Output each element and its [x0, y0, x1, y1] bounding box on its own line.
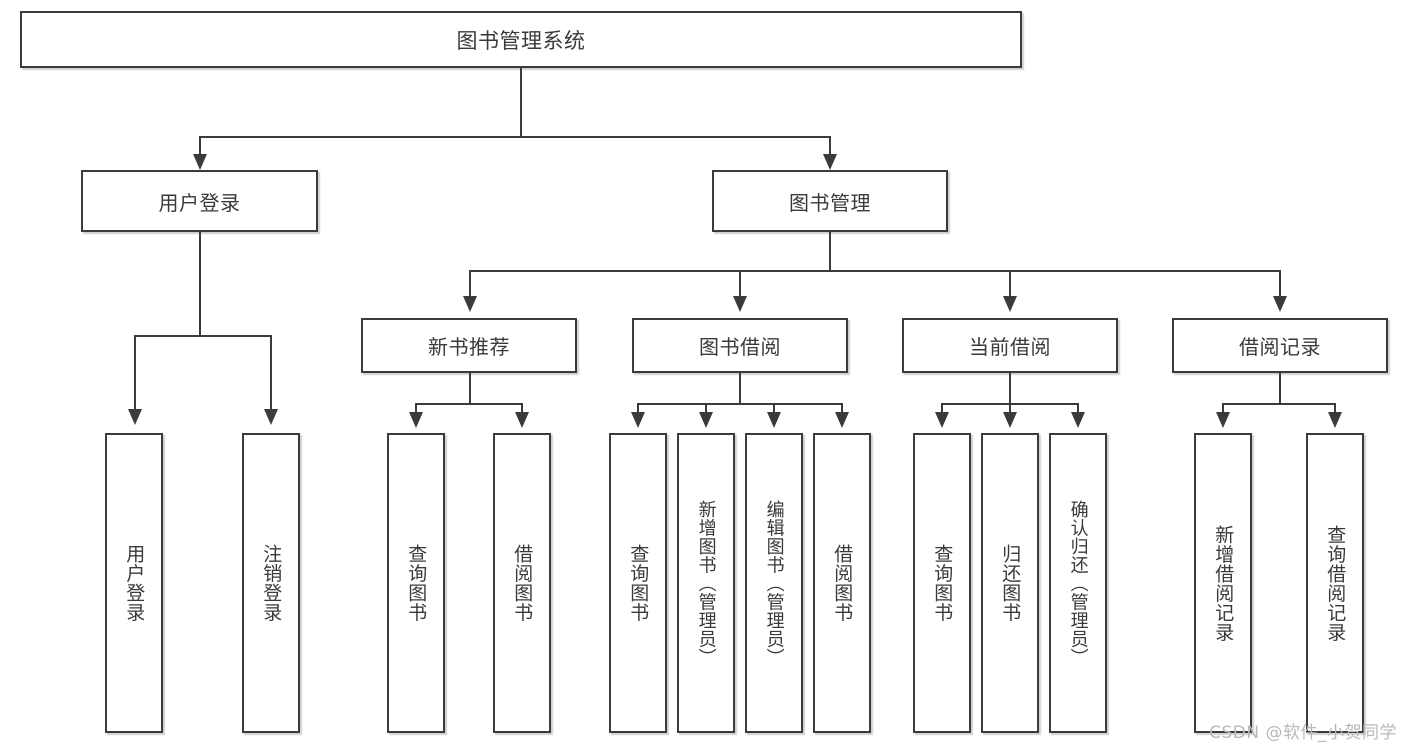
arrowhead-leaf-query-book-1 — [409, 412, 423, 428]
arrowhead-leaf-query-book-2 — [631, 412, 645, 428]
node-new-book-recommend[interactable]: 新书推荐 — [361, 318, 577, 373]
arrowhead-current-borrow — [1003, 296, 1017, 312]
connector-borrow-record-stem — [1279, 373, 1281, 403]
arrowhead-leaf-confirm-return — [1071, 412, 1085, 428]
connector-new-book-stem — [469, 373, 471, 403]
arrowhead-book-borrow — [733, 296, 747, 312]
arrowhead-leaf-logout-login — [264, 409, 278, 425]
node-label: 查询图书 — [627, 544, 650, 622]
node-label: 编辑图书（管理员） — [763, 499, 785, 667]
arrowhead-leaf-add-book — [699, 412, 713, 428]
node-label: 确认归还（管理员） — [1067, 499, 1089, 667]
arrowhead-new-book-recommend — [463, 296, 477, 312]
node-label: 新书推荐 — [428, 335, 510, 359]
node-root-book-management-system[interactable]: 图书管理系统 — [20, 11, 1022, 68]
node-leaf-query-book-2[interactable]: 查询图书 — [609, 433, 667, 733]
connector-book-manage-stem — [829, 232, 831, 270]
node-label: 用户登录 — [158, 190, 241, 215]
node-label: 查询图书 — [405, 544, 428, 622]
node-leaf-add-record[interactable]: 新增借阅记录 — [1194, 433, 1252, 733]
node-label: 查询图书 — [931, 544, 954, 622]
arrowhead-user-login — [193, 154, 207, 170]
node-label: 用户登录 — [123, 544, 146, 622]
node-leaf-query-book-1[interactable]: 查询图书 — [387, 433, 445, 733]
node-label: 当前借阅 — [969, 335, 1051, 359]
arrowhead-leaf-add-record — [1216, 412, 1230, 428]
connector-level3-drop-1 — [469, 270, 471, 303]
csdn-watermark: CSDN @软件_小贺同学 — [1209, 723, 1397, 743]
arrowhead-leaf-borrow-book-1 — [515, 412, 529, 428]
connector-level3-drop-2 — [739, 270, 741, 303]
connector-root-stem — [520, 68, 522, 136]
connector-new-book-bus — [415, 403, 523, 405]
connector-user-login-stem — [199, 232, 201, 335]
node-label: 新增图书（管理员） — [695, 499, 717, 667]
connector-book-borrow-stem — [739, 373, 741, 403]
node-label: 注销登录 — [260, 544, 283, 622]
node-user-login[interactable]: 用户登录 — [81, 170, 318, 232]
node-label: 归还图书 — [999, 544, 1022, 622]
node-label: 图书管理 — [789, 190, 871, 215]
arrowhead-leaf-query-record — [1328, 412, 1342, 428]
connector-user-login-drop-2 — [270, 335, 272, 417]
node-leaf-return-book[interactable]: 归还图书 — [981, 433, 1039, 733]
node-book-borrow[interactable]: 图书借阅 — [632, 318, 848, 373]
connector-root-drop-right — [829, 136, 831, 168]
node-leaf-user-login[interactable]: 用户登录 — [105, 433, 163, 733]
arrowhead-leaf-return-book — [1003, 412, 1017, 428]
connector-level3-drop-4 — [1279, 270, 1281, 303]
arrowhead-leaf-borrow-book-2 — [835, 412, 849, 428]
node-label: 借阅图书 — [511, 544, 534, 622]
arrowhead-borrow-record — [1273, 296, 1287, 312]
node-label: 图书借阅 — [699, 335, 781, 359]
connector-root-drop-left — [199, 136, 201, 168]
node-leaf-logout-login[interactable]: 注销登录 — [242, 433, 300, 733]
connector-current-borrow-stem — [1009, 373, 1011, 403]
connector-level3-drop-3 — [1009, 270, 1011, 303]
node-label: 借阅记录 — [1239, 335, 1321, 359]
node-leaf-confirm-return[interactable]: 确认归还（管理员） — [1049, 433, 1107, 733]
connector-book-manage-bus — [469, 270, 1280, 272]
node-leaf-borrow-book-2[interactable]: 借阅图书 — [813, 433, 871, 733]
node-leaf-borrow-book-1[interactable]: 借阅图书 — [493, 433, 551, 733]
arrowhead-leaf-edit-book — [767, 412, 781, 428]
arrowhead-leaf-query-book-3 — [935, 412, 949, 428]
node-label: 图书管理系统 — [456, 28, 586, 53]
connector-borrow-record-bus — [1222, 403, 1336, 405]
node-label: 借阅图书 — [831, 544, 854, 622]
node-leaf-edit-book[interactable]: 编辑图书（管理员） — [745, 433, 803, 733]
connector-root-bus — [199, 136, 831, 138]
connector-book-borrow-bus — [637, 403, 843, 405]
node-label: 查询借阅记录 — [1324, 524, 1347, 642]
connector-user-login-bus — [134, 335, 272, 337]
node-label: 新增借阅记录 — [1212, 524, 1235, 642]
node-borrow-record[interactable]: 借阅记录 — [1172, 318, 1388, 373]
node-book-manage[interactable]: 图书管理 — [712, 170, 948, 232]
node-leaf-add-book[interactable]: 新增图书（管理员） — [677, 433, 735, 733]
connector-user-login-drop-1 — [134, 335, 136, 417]
arrowhead-book-manage — [823, 154, 837, 170]
node-current-borrow[interactable]: 当前借阅 — [902, 318, 1118, 373]
node-leaf-query-book-3[interactable]: 查询图书 — [913, 433, 971, 733]
node-leaf-query-record[interactable]: 查询借阅记录 — [1306, 433, 1364, 733]
arrowhead-leaf-user-login — [128, 409, 142, 425]
